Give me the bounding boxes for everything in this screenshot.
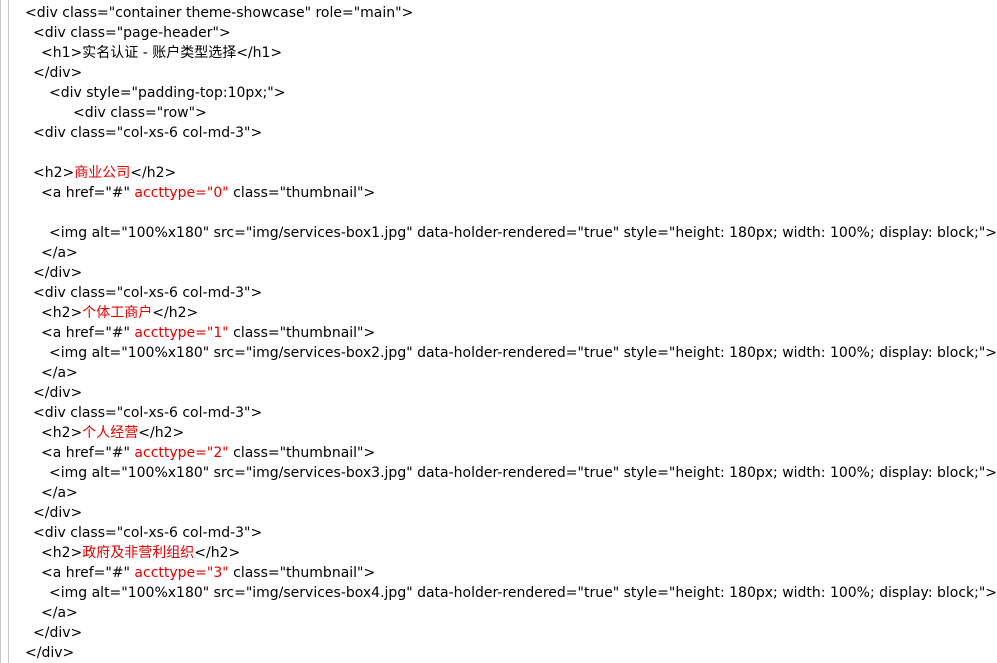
code-line: </div> xyxy=(33,503,82,523)
code-text: </h2> xyxy=(194,545,241,561)
code-text: class="thumbnail"> xyxy=(228,185,376,201)
code-text: <img alt="100%x180" src="img/services-bo… xyxy=(49,225,997,241)
code-text: class="thumbnail"> xyxy=(228,565,376,581)
code-text: <a href="#" xyxy=(41,565,135,581)
code-highlight: accttype="0" xyxy=(134,185,229,201)
code-text: <h2> xyxy=(33,165,75,181)
code-line: <h2>商业公司</h2> xyxy=(33,163,176,183)
code-line: <img alt="100%x180" src="img/services-bo… xyxy=(49,223,997,243)
code-line: </a> xyxy=(41,363,78,383)
code-line: <h2>政府及非营利组织</h2> xyxy=(41,543,240,563)
code-line: <div class="col-xs-6 col-md-3"> xyxy=(33,403,262,423)
code-text: <div class="row"> xyxy=(73,105,207,121)
code-line: </div> xyxy=(33,263,82,283)
code-line: <div class="col-xs-6 col-md-3"> xyxy=(33,523,262,543)
code-line: <a href="#" accttype="0" class="thumbnai… xyxy=(41,183,375,203)
code-text: </a> xyxy=(41,365,78,381)
code-line: </a> xyxy=(41,603,78,623)
code-line: <div class="col-xs-6 col-md-3"> xyxy=(33,283,262,303)
code-text: </div> xyxy=(33,625,83,641)
code-line: <div class="col-xs-6 col-md-3"> xyxy=(33,123,262,143)
code-line: <a href="#" accttype="2" class="thumbnai… xyxy=(41,443,375,463)
editor-gutter xyxy=(1,0,9,663)
code-line: </div> xyxy=(33,383,82,403)
code-text: </a> xyxy=(41,245,78,261)
code-text: </div> xyxy=(33,65,83,81)
code-text: <a href="#" xyxy=(41,325,135,341)
code-text: <img alt="100%x180" src="img/services-bo… xyxy=(49,345,997,361)
code-highlight: accttype="2" xyxy=(134,445,229,461)
code-line: <h2>个体工商户</h2> xyxy=(41,303,198,323)
code-line: <h2>个人经营</h2> xyxy=(41,423,184,443)
code-text: </h2> xyxy=(138,425,185,441)
code-line: </a> xyxy=(41,483,78,503)
code-line: <img alt="100%x180" src="img/services-bo… xyxy=(49,583,997,603)
code-text: <div class="col-xs-6 col-md-3"> xyxy=(33,285,263,301)
code-line: </div> xyxy=(33,623,82,643)
code-text: </h2> xyxy=(152,305,199,321)
code-line: <img alt="100%x180" src="img/services-bo… xyxy=(49,463,997,483)
code-text: </a> xyxy=(41,605,78,621)
code-text: <h2> xyxy=(41,425,83,441)
code-text: </div> xyxy=(25,645,75,661)
code-highlight: 个体工商户 xyxy=(82,305,153,321)
code-text: <a href="#" xyxy=(41,185,135,201)
code-text: <div class="col-xs-6 col-md-3"> xyxy=(33,125,263,141)
code-text: <h2> xyxy=(41,545,83,561)
code-text: <a href="#" xyxy=(41,445,135,461)
code-text: <div class="container theme-showcase" ro… xyxy=(25,5,414,21)
code-text: <img alt="100%x180" src="img/services-bo… xyxy=(49,465,997,481)
code-line: <a href="#" accttype="3" class="thumbnai… xyxy=(41,563,375,583)
code-line: </div> xyxy=(25,643,74,663)
code-highlight: accttype="1" xyxy=(134,325,229,341)
code-highlight: accttype="3" xyxy=(134,565,229,581)
code-highlight: 商业公司 xyxy=(74,165,131,181)
code-text: </h2> xyxy=(130,165,177,181)
code-text: <div class="col-xs-6 col-md-3"> xyxy=(33,405,263,421)
code-text: </div> xyxy=(33,505,83,521)
code-highlight: 政府及非营利组织 xyxy=(82,545,195,561)
code-line: <a href="#" accttype="1" class="thumbnai… xyxy=(41,323,375,343)
code-text: <div class="page-header"> xyxy=(33,25,231,41)
code-line: <div class="row"> xyxy=(73,103,207,123)
code-text: </div> xyxy=(33,265,83,281)
code-line: </div> xyxy=(33,63,82,83)
code-line: <h1>实名认证 - 账户类型选择</h1> xyxy=(41,43,282,63)
code-line: <img alt="100%x180" src="img/services-bo… xyxy=(49,343,997,363)
code-text: </div> xyxy=(33,385,83,401)
code-text: <div style="padding-top:10px;"> xyxy=(49,85,286,101)
code-line: <div class="container theme-showcase" ro… xyxy=(25,3,413,23)
code-line: </a> xyxy=(41,243,78,263)
code-highlight: 个人经营 xyxy=(82,425,139,441)
code-text: <h1>实名认证 - 账户类型选择</h1> xyxy=(41,45,283,61)
code-text: class="thumbnail"> xyxy=(228,445,376,461)
code-text: </a> xyxy=(41,485,78,501)
code-line: <div style="padding-top:10px;"> xyxy=(49,83,285,103)
code-text: class="thumbnail"> xyxy=(228,325,376,341)
code-text: <div class="col-xs-6 col-md-3"> xyxy=(33,525,263,541)
code-text: <h2> xyxy=(41,305,83,321)
code-line: <div class="page-header"> xyxy=(33,23,231,43)
code-text: <img alt="100%x180" src="img/services-bo… xyxy=(49,585,997,601)
